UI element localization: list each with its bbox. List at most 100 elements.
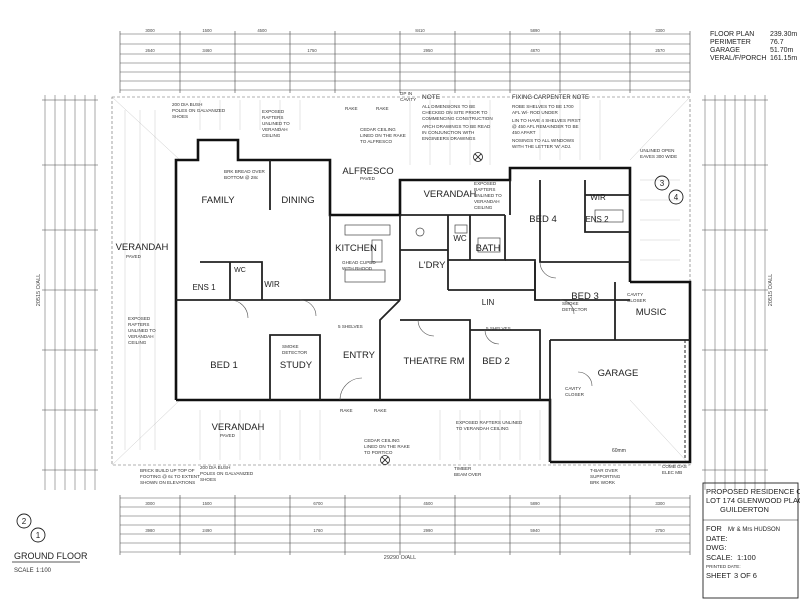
dimension-lines (44, 33, 766, 553)
room-ens1: ENS 1 (192, 283, 216, 292)
brick-note-3: SHOWN ON ELEVATIONS (140, 480, 195, 485)
drawing-scale-value: 1:100 (36, 568, 52, 574)
room-wc-main: WC (453, 234, 467, 243)
room-garage: GARAGE (598, 368, 639, 379)
annotations: NOTE ALL DIMENSIONS TO BE CHECKED ON SIT… (126, 91, 687, 485)
rafters-verandah-4: VERANDAH (474, 199, 500, 204)
rake-1: RAKE (345, 106, 358, 111)
title-line-1: PROPOSED RESIDENCE ON (706, 487, 800, 496)
title-date-label: DATE: (706, 534, 728, 543)
dim-top2-6: 2570 (655, 48, 665, 53)
summary-label-garage: GARAGE (710, 47, 740, 54)
room-bed3: BED 3 (571, 291, 598, 302)
title-sheet-label: SHEET (706, 571, 731, 580)
door-swings (229, 261, 593, 401)
title-for-label: FOR (706, 524, 722, 533)
note-line-5: IN CONJUNCTION WITH (422, 130, 474, 135)
roof-hatch (111, 96, 691, 466)
note-line-6: ENGINEERS DRAWINGS (422, 136, 475, 141)
ref-right-top: 3 (660, 179, 665, 188)
dim-top-4: 8410 (415, 28, 425, 33)
brick-note-2: FOOTING @ 6c TO EXTENT (140, 474, 200, 479)
rafters-verandah-5: CEILING (474, 205, 493, 210)
poles-bottom-3: SHOES (200, 477, 216, 482)
bressumer-1: BRK BREAD OVER (224, 169, 266, 174)
paved-alfresco: PAVED (360, 176, 376, 181)
dim-top2-1: 2640 (145, 48, 155, 53)
title-line-2: LOT 174 GLENWOOD PLACE (706, 496, 800, 505)
carpenter-line-6: NOSINGS TO ALL WINDOWS (512, 138, 574, 143)
dimension-labels: 3000 1500 4500 8410 5890 3300 2640 3460 … (36, 28, 774, 561)
dim-bot2-1: 3980 (145, 528, 155, 533)
dim-top-3: 4500 (257, 28, 267, 33)
comb-gas-1: COMB GAS (662, 464, 687, 469)
title-client: Mr & Mrs HUDSON (728, 527, 780, 533)
rafters-left-2: RAFTERS (128, 322, 149, 327)
cedar-bottom-2: LINED ON THE RAKE (364, 444, 410, 449)
paved-left: PAVED (126, 254, 142, 259)
dim-bot2-2: 2490 (202, 528, 212, 533)
rangehood-1: GHEAD CUPBD (342, 260, 376, 265)
summary-value-garage: 51.70m (770, 47, 794, 54)
overall-right-dim: 20515 O/ALL (768, 274, 774, 306)
carpenter-line-5: 450 APART (512, 130, 536, 135)
dim-top2-5: 4870 (530, 48, 540, 53)
cavity-closer-music-1: CAVITY (627, 292, 643, 297)
room-verandah-left: VERANDAH (116, 242, 169, 253)
smoke-det-bed3-2: DETECTOR (562, 307, 588, 312)
dp-cavity-1: DP IN (400, 91, 412, 96)
note-line-2: CHECKED ON SITE PRIOR TO (422, 110, 488, 115)
eaves-2: EAVES 300 WIDE (640, 154, 677, 159)
room-lin: LIN (482, 298, 495, 307)
rafters-top-3: UNLINED TO (262, 121, 290, 126)
carpenter-line-2: AFL W/- ROD UNDER (512, 110, 558, 115)
cavity-closer-2: CLOSER (565, 392, 585, 397)
drawing-title: GROUND FLOOR SCALE 1:100 (12, 551, 88, 574)
rafters-left-5: CEILING (128, 340, 147, 345)
drawing-title-text: GROUND FLOOR (14, 551, 88, 561)
dim-top2-4: 2950 (423, 48, 433, 53)
rafters-top-2: RAFTERS (262, 115, 283, 120)
poles-top-2: POLES ON GALVANIZED (172, 108, 226, 113)
poles-top-1: 200 DIA BUSH (172, 102, 202, 107)
room-study: STUDY (280, 360, 313, 371)
cedar-top-2: LINED ON THE RAKE (360, 133, 406, 138)
overall-width-dim: 29290 O/ALL (384, 555, 416, 561)
summary-label-verandah: VERAL/F/PORCH (710, 55, 766, 62)
tbar-2: SUPPORTING (590, 474, 621, 479)
note-title: NOTE (422, 94, 441, 101)
drawing-scale-label: SCALE (14, 568, 34, 574)
rafters-verandah-2: RAFTERS (474, 187, 495, 192)
room-bed2: BED 2 (482, 356, 509, 367)
poles-bottom-2: POLES ON GALVANIZED (200, 471, 254, 476)
cedar-bottom-3: TO PORTICO (364, 450, 393, 455)
internal-walls (176, 160, 690, 462)
dim-bot-1: 3000 (145, 501, 155, 506)
dim-top2-3: 1750 (307, 48, 317, 53)
room-music: MUSIC (636, 307, 667, 318)
rafters-front-1: EXPOSED RAFTERS UNLINED (456, 420, 523, 425)
rafters-top-1: EXPOSED (262, 109, 285, 114)
rafters-verandah-3: UNLINED TO (474, 193, 502, 198)
title-line-3: GUILDERTON (720, 505, 769, 514)
eaves-1: UNLINED OPEN (640, 148, 674, 153)
section-marker-right: 3 4 (654, 175, 684, 205)
dim-bot-6: 3300 (655, 501, 665, 506)
room-bath: BATH (476, 243, 501, 254)
ref-right-bottom: 4 (674, 193, 679, 202)
rake-2: RAKE (376, 106, 389, 111)
comb-gas-2: ELEC MB (662, 470, 682, 475)
rafters-verandah-1: EXPOSED (474, 181, 497, 186)
room-verandah-rear: VERANDAH (424, 189, 477, 200)
ref-left-bottom: 1 (36, 531, 41, 540)
room-ens2: ENS 2 (585, 215, 609, 224)
rafters-top-5: CEILING (262, 133, 281, 138)
marker-crosses (380, 152, 483, 465)
rafters-left-3: UNLINED TO (128, 328, 156, 333)
bressumer-2: BOTTOM @ 28c (224, 175, 259, 180)
room-wir-bed4: WIR (590, 193, 606, 202)
title-printed-label: PRINTED DATE: (706, 564, 741, 569)
title-sheet-value: 3 OF 6 (734, 571, 757, 580)
carpenter-line-7: WITH THE LETTER 'W' ADJ. (512, 144, 571, 149)
